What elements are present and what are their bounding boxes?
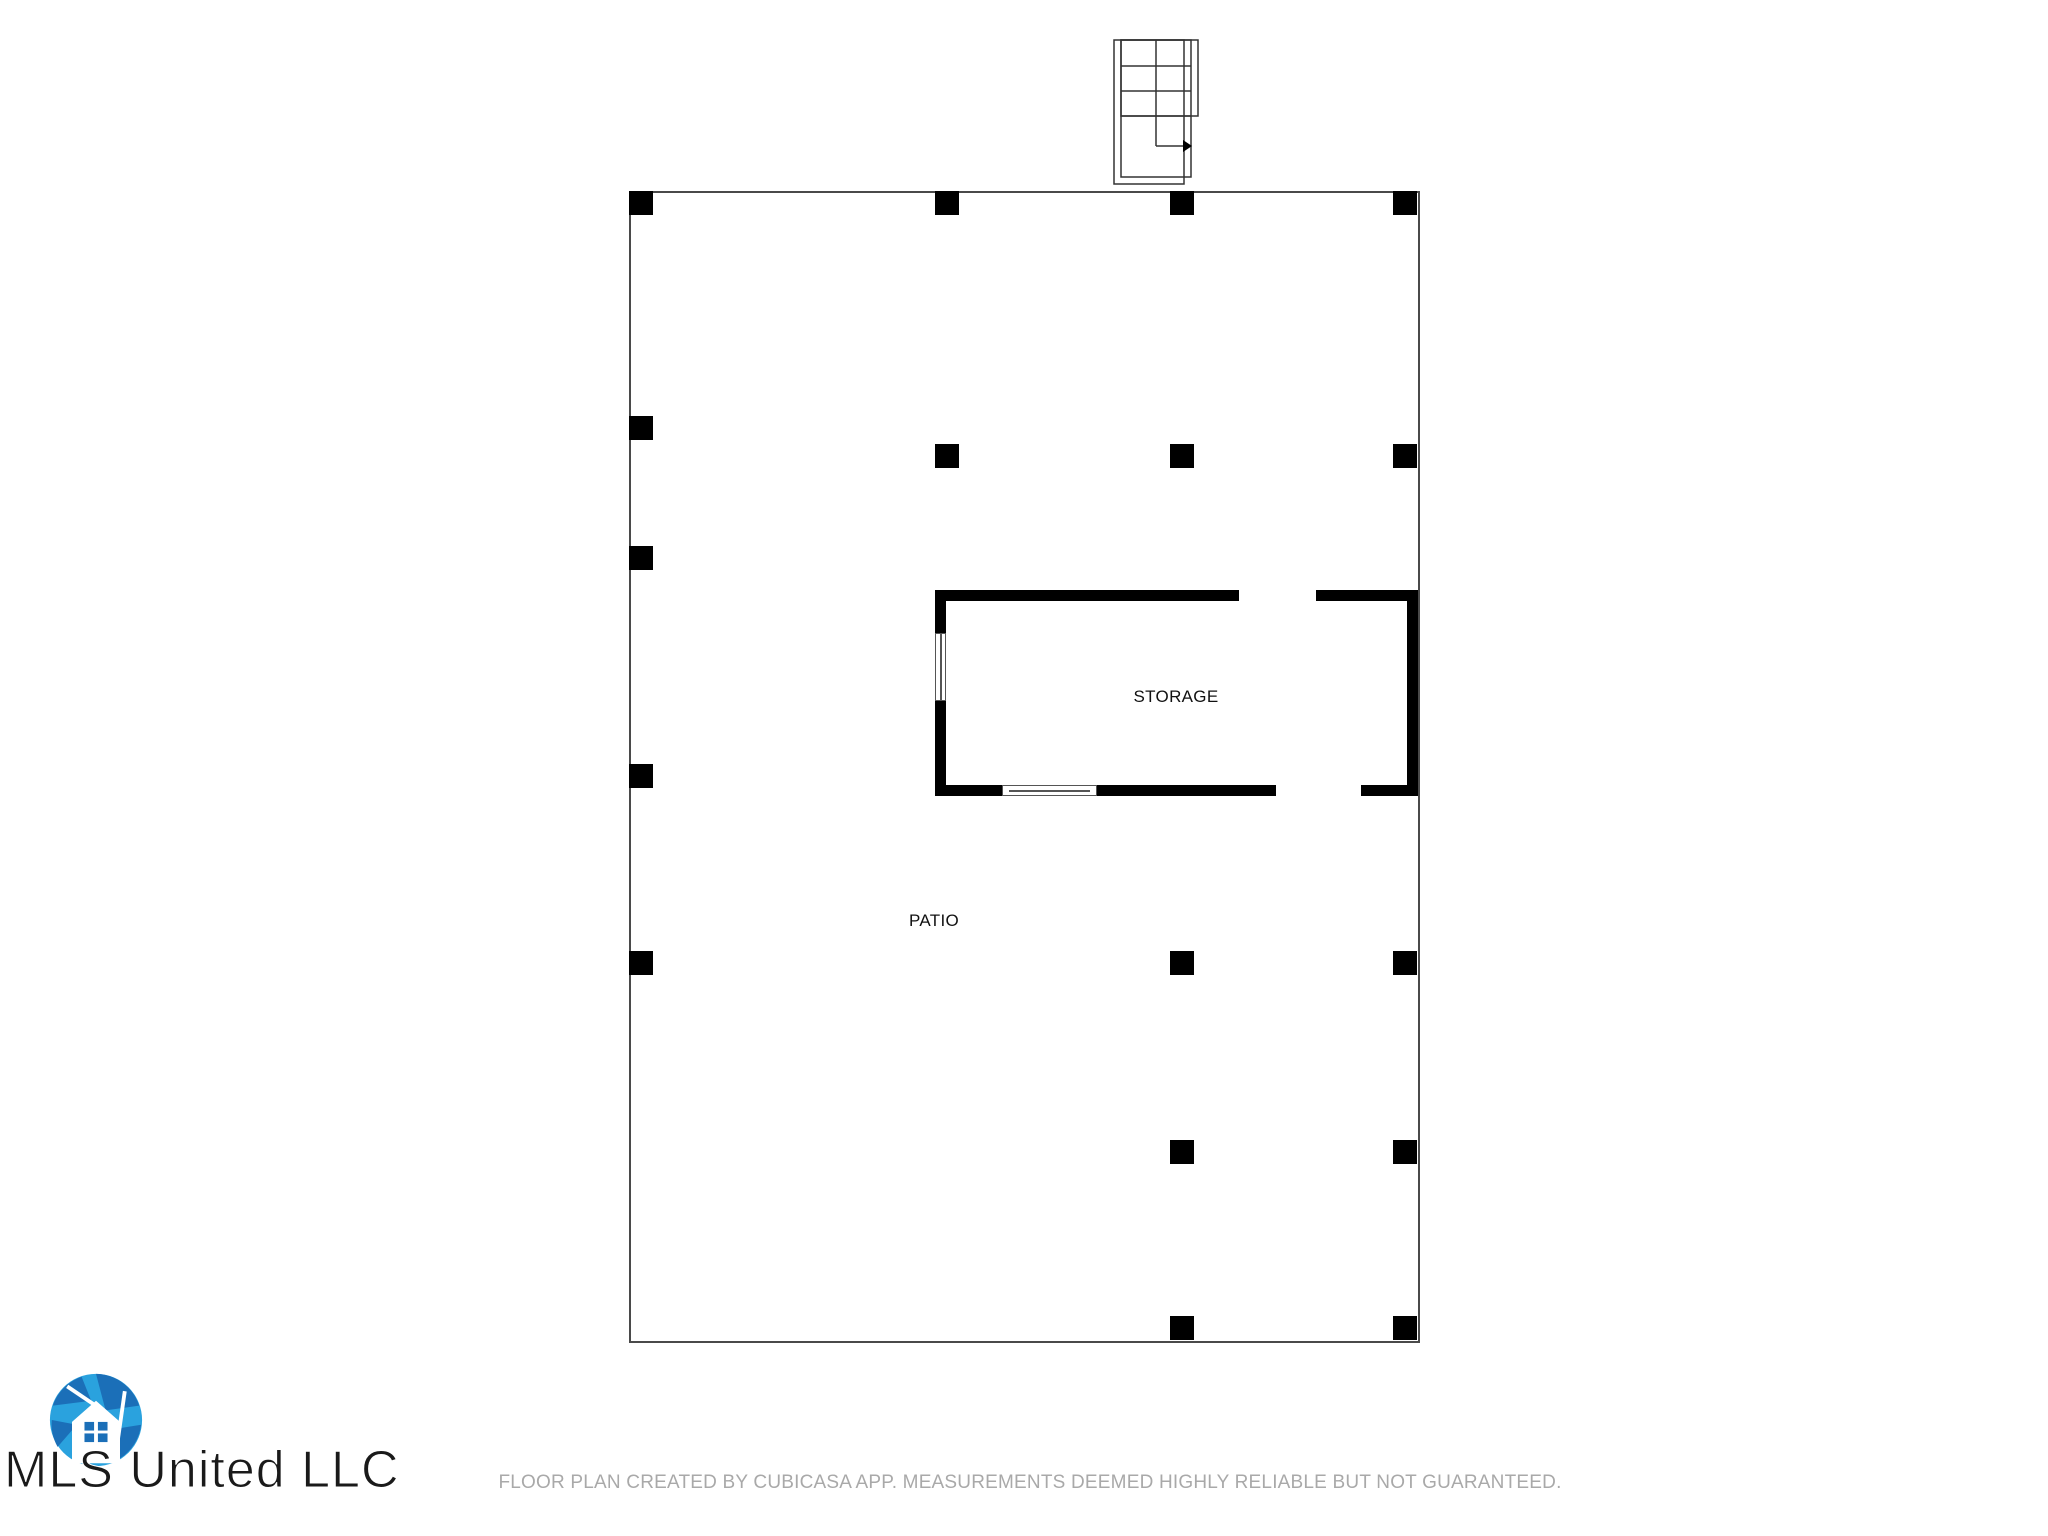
pillar bbox=[1170, 951, 1194, 975]
pillar bbox=[629, 546, 653, 570]
pillar bbox=[1170, 1316, 1194, 1340]
storage-bottom-door-opening bbox=[1276, 785, 1361, 796]
pillar bbox=[1170, 191, 1194, 215]
pillar bbox=[629, 416, 653, 440]
storage-bottom-window bbox=[1002, 785, 1097, 796]
pillar bbox=[629, 191, 653, 215]
room-label-storage: STORAGE bbox=[1133, 687, 1219, 706]
watermark-text: MLS United LLC bbox=[4, 1441, 400, 1500]
pillar bbox=[1170, 444, 1194, 468]
pillar bbox=[629, 951, 653, 975]
pillar bbox=[1393, 951, 1417, 975]
pillar bbox=[1393, 444, 1417, 468]
footer-disclaimer: FLOOR PLAN CREATED BY CUBICASA APP. MEAS… bbox=[498, 1472, 1562, 1493]
room-label-patio: PATIO bbox=[909, 911, 959, 930]
stairs-icon bbox=[1113, 39, 1199, 185]
storage-top-door-opening bbox=[1239, 590, 1316, 601]
pillar bbox=[1170, 1140, 1194, 1164]
house-camera-shutter-logo-icon bbox=[49, 1373, 143, 1467]
pillar bbox=[935, 191, 959, 215]
pillar bbox=[1393, 1140, 1417, 1164]
pillar bbox=[1393, 191, 1417, 215]
pillar bbox=[935, 444, 959, 468]
pillar bbox=[1393, 1316, 1417, 1340]
pillar bbox=[629, 764, 653, 788]
storage-left-window bbox=[935, 633, 946, 701]
